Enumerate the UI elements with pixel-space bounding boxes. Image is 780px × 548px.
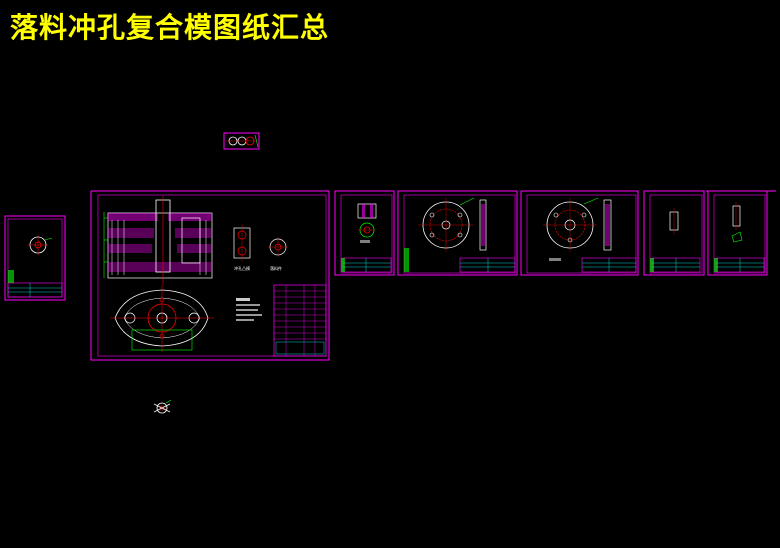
- sheet-part-drawing-small[interactable]: [4, 215, 66, 301]
- punch-detail-view: 冲孔凸模: [233, 224, 251, 271]
- parts-list-table[interactable]: [273, 284, 327, 357]
- sheet-part-drawing-3[interactable]: [334, 190, 395, 276]
- part-view-punch-plate[interactable]: [223, 132, 260, 150]
- sheet-part-drawing-5[interactable]: [520, 190, 639, 276]
- drawing-title: 落料冲孔复合模图纸汇总: [10, 11, 330, 44]
- sheet-part-drawing-4[interactable]: [397, 190, 518, 276]
- die-plan-view: [110, 285, 214, 352]
- sheet-part-drawing-7[interactable]: [706, 190, 776, 276]
- stray-part-sketch[interactable]: [153, 399, 172, 414]
- blank-part-view: 落料件: [268, 237, 288, 271]
- blank-note: 落料件: [270, 265, 282, 271]
- assembly-section-view: [103, 196, 213, 285]
- sheet-assembly-drawing[interactable]: 冲孔凸模 落料件: [90, 190, 330, 361]
- sheet-part-drawing-6[interactable]: [643, 190, 705, 276]
- technical-notes: [236, 298, 262, 321]
- punch-note: 冲孔凸模: [234, 265, 250, 271]
